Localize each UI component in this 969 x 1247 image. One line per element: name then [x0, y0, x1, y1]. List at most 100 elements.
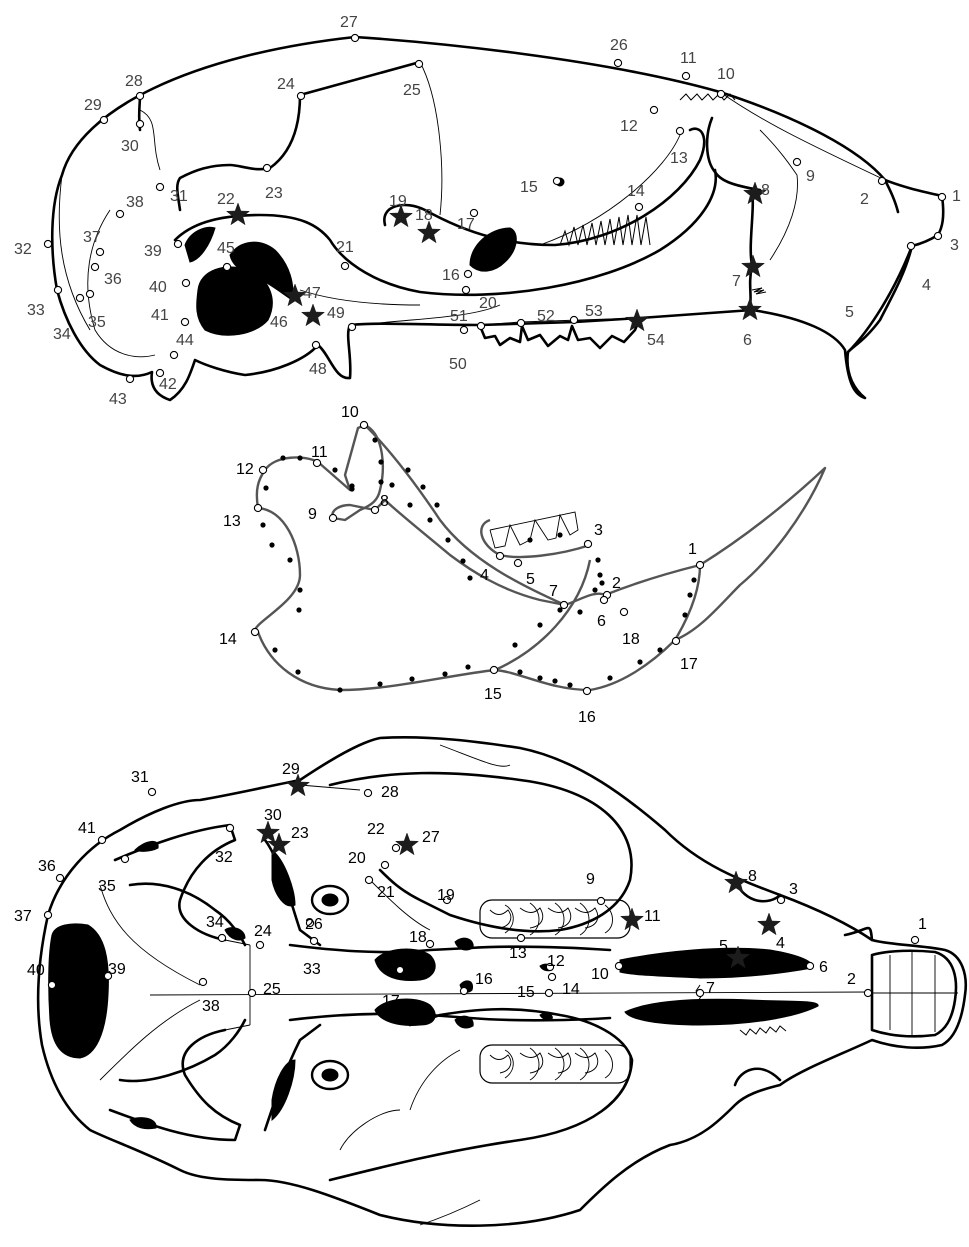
ventral-cranium-label-24: 24 — [254, 923, 272, 940]
ventral-cranium-label-32: 32 — [215, 849, 233, 866]
lateral-cranium-label-30: 30 — [121, 138, 139, 155]
mandible-landmark-18 — [620, 608, 627, 615]
ventral-cranium-label-18: 18 — [409, 929, 427, 946]
mandible-landmark-6 — [600, 596, 607, 603]
lateral-cranium-landmark-38 — [116, 210, 123, 217]
mandible-semilandmark — [687, 592, 692, 597]
lateral-cranium-landmark-39 — [174, 240, 181, 247]
mandible-semilandmark — [420, 484, 425, 489]
lateral-cranium-landmark-3 — [934, 232, 941, 239]
mandible-label-6: 6 — [597, 613, 606, 630]
mandible-semilandmark — [527, 537, 532, 542]
lateral-cranium-label-23: 23 — [265, 185, 283, 202]
ventral-cranium-label-9: 9 — [586, 871, 595, 888]
lateral-zigzag-maxilla — [560, 215, 650, 245]
mandible-semilandmark — [567, 682, 572, 687]
ventral-cranium-label-8: 8 — [748, 868, 757, 885]
lateral-infraorbital-foramen — [470, 228, 516, 271]
lateral-cranium-label-8: 8 — [761, 182, 770, 199]
mandible-landmark-4 — [496, 552, 503, 559]
lateral-cranium-label-45: 45 — [217, 240, 235, 257]
lateral-cranium-label-9: 9 — [806, 168, 815, 185]
mandible-outline — [255, 425, 825, 690]
ventral-cranium-landmark-36 — [56, 874, 63, 881]
ventral-cranium-landmark-9 — [597, 897, 604, 904]
mandible-semilandmark — [467, 575, 472, 580]
mandible-semilandmark — [682, 612, 687, 617]
mandible-semilandmark — [295, 669, 300, 674]
mandible-semilandmark — [297, 587, 302, 592]
lateral-cranium-label-10: 10 — [717, 66, 735, 83]
lateral-orbital-fissure — [185, 227, 215, 262]
mandible-label-15: 15 — [484, 686, 502, 703]
mandible-landmark-12 — [259, 466, 266, 473]
ventral-cranium-label-39: 39 — [108, 961, 126, 978]
mandible-incisor-row — [490, 512, 578, 548]
mandible-landmark-9 — [329, 514, 336, 521]
ventral-mesopterygoid-right — [272, 1060, 295, 1120]
lateral-cranium-label-16: 16 — [442, 267, 460, 284]
ventral-cranium-label-28: 28 — [381, 784, 399, 801]
ventral-cranium-landmark-1 — [911, 936, 918, 943]
ventral-cranium-landmark-37 — [44, 911, 51, 918]
lateral-cranium-landmark-23 — [263, 164, 270, 171]
lateral-cranium-landmark-1 — [938, 193, 945, 200]
lateral-cranium-landmark-41 — [181, 318, 188, 325]
ventral-optic-hole-left — [322, 894, 338, 906]
lateral-cranium-landmark-52 — [517, 319, 524, 326]
ventral-cranium-landmark-star-27 — [396, 833, 419, 855]
ventral-cranium-landmark-34 — [218, 934, 225, 941]
ventral-pterygoid-left — [130, 884, 245, 945]
lateral-cranium-label-46: 46 — [270, 314, 288, 331]
lateral-cranium-label-14: 14 — [627, 183, 645, 200]
ventral-cranium-landmark-13 — [517, 934, 524, 941]
lateral-cranium-label-11: 11 — [680, 50, 697, 67]
mandible-landmark-3 — [584, 540, 591, 547]
mandible-label-2: 2 — [612, 575, 621, 592]
lateral-cranium-label-50: 50 — [449, 356, 467, 373]
mandible-landmark-15 — [490, 666, 497, 673]
lateral-cranium-label-42: 42 — [159, 376, 177, 393]
mandible-semilandmark — [442, 671, 447, 676]
mandible-inner-line — [365, 425, 590, 605]
ventral-incisor-box — [872, 951, 956, 1037]
mandible-semilandmark — [595, 557, 600, 562]
lateral-cranium-landmark-star-7 — [742, 255, 765, 277]
lateral-cranium-label-36: 36 — [104, 271, 122, 288]
mandible-semilandmark — [557, 532, 562, 537]
ventral-foramen-magnum — [49, 924, 109, 1058]
lateral-cranium-landmark-48 — [312, 341, 319, 348]
lateral-cranium-label-29: 29 — [84, 97, 102, 114]
lateral-cranium-label-41: 41 — [151, 307, 169, 324]
ventral-cranium-landmark-25 — [248, 989, 255, 996]
mandible-semilandmark — [577, 609, 582, 614]
lateral-cranium-label-5: 5 — [845, 304, 854, 321]
lateral-cranium-label-51: 51 — [450, 308, 468, 325]
lateral-cranium-label-6: 6 — [743, 332, 752, 349]
lateral-cranium-label-33: 33 — [27, 302, 45, 319]
ventral-cranium-label-10: 10 — [591, 966, 609, 983]
lateral-cranium-landmark-13 — [676, 127, 683, 134]
ventral-cranium-label-36: 36 — [38, 858, 56, 875]
mandible-semilandmark — [349, 486, 354, 491]
lateral-cranium-landmark-31 — [156, 183, 163, 190]
lateral-cranium-landmark-26 — [614, 59, 621, 66]
mandible-label-12: 12 — [236, 461, 254, 478]
mandible-semilandmark — [537, 675, 542, 680]
lateral-cranium-label-24: 24 — [277, 76, 295, 93]
ventral-cranium-landmark-40 — [48, 981, 55, 988]
mandible-label-1: 1 — [688, 541, 697, 558]
lateral-cranium-landmark-4 — [907, 242, 914, 249]
lateral-suture-2 — [720, 92, 885, 180]
ventral-incisive-foramen-right — [625, 999, 818, 1025]
ventral-cranium-label-30: 30 — [264, 807, 282, 824]
ventral-cranium-label-29: 29 — [282, 761, 300, 778]
lateral-suture-5 — [59, 175, 90, 330]
ventral-cranium-landmark-16 — [460, 987, 467, 994]
ventral-cranium-label-7: 7 — [706, 980, 715, 997]
lateral-cranium-landmark-28 — [136, 92, 143, 99]
lateral-cranium-label-20: 20 — [479, 295, 497, 312]
ventral-cranium-label-4: 4 — [776, 935, 785, 952]
ventral-cranium-landmark-18 — [426, 940, 433, 947]
ventral-cranium-label-2: 2 — [847, 971, 856, 988]
